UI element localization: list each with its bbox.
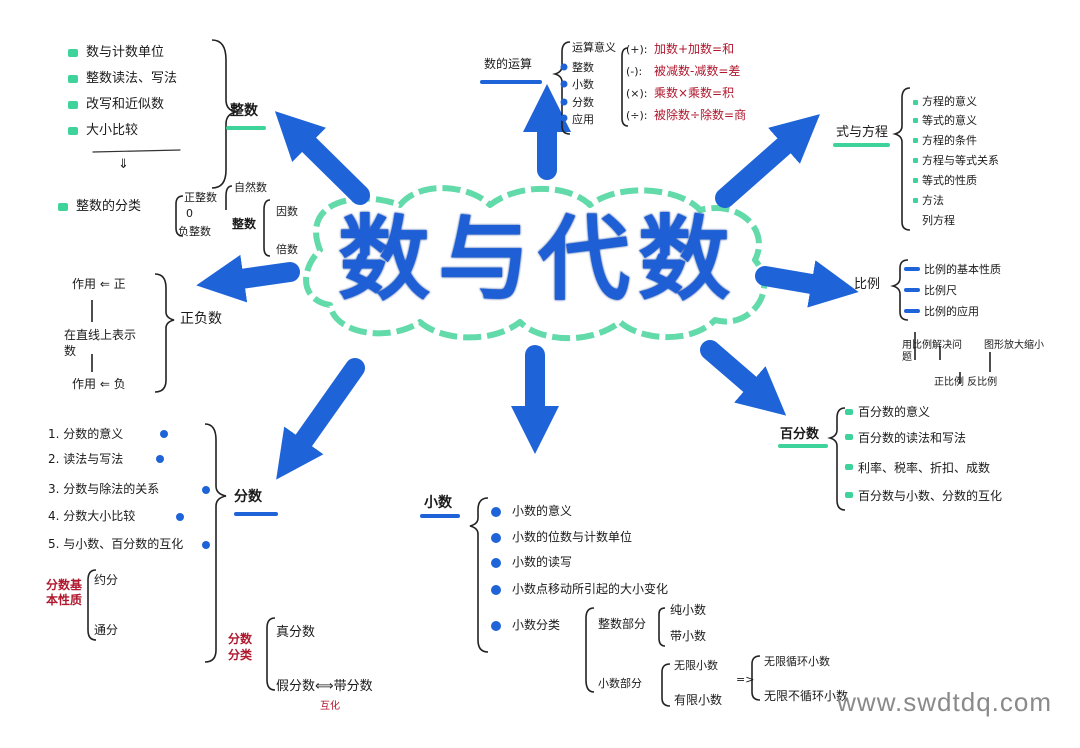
arrow-to-equations <box>715 114 820 208</box>
fractions-hua: 互化 <box>320 701 340 712</box>
integer-class-multiple: 倍数 <box>276 243 298 256</box>
decimals-dec-item: 有限小数 <box>674 693 723 707</box>
op-formula: 加数+加数=和 <box>654 42 735 56</box>
fractions-class-item: 真分数 <box>276 625 316 640</box>
fractions-item: 3. 分数与除法的关系 <box>48 482 160 496</box>
watermark-text: www.swdtdq.com <box>837 687 1052 717</box>
integer-class-factor: 因数 <box>276 205 298 218</box>
integers-item: 大小比较 <box>68 124 138 137</box>
equations-label: 式与方程 <box>836 125 889 140</box>
ratio-label: 比例 <box>854 277 881 292</box>
operations-item: 小数 <box>572 78 594 91</box>
op-formula: 被减数-减数=差 <box>654 64 741 78</box>
operations-item: 应用 <box>572 113 594 126</box>
signed-top: 作用 ⇐ 正 <box>72 277 126 291</box>
fractions-class-item: 假分数⟺带分数 <box>276 679 373 694</box>
integers-label: 整数 <box>230 103 258 119</box>
decimals-dec-item: 无限小数 <box>674 659 718 672</box>
ratio-item: 比例尺 <box>924 284 957 297</box>
integer-class-positive: 正整数 <box>184 191 217 204</box>
integer-class-zero: 0 <box>186 207 193 220</box>
percent-label: 百分数 <box>780 427 820 442</box>
decimals-int-part: 整数部分 <box>598 617 647 631</box>
fractions-item: 1. 分数的意义 <box>48 427 124 441</box>
integer-class-integer: 整数 <box>232 217 257 231</box>
operations-item: 整数 <box>572 61 594 74</box>
arrow-to-ratio <box>755 260 859 308</box>
decimals-int-item: 纯小数 <box>670 603 707 617</box>
op-symbol: (÷): <box>626 109 648 122</box>
decimals-int-item: 带小数 <box>670 629 707 643</box>
ratio-item: 比例的基本性质 <box>924 263 1001 276</box>
integers-item: 数与计数单位 <box>68 46 164 59</box>
decimals-arrow: => <box>736 673 755 686</box>
decimals-item: 小数的位数与计数单位 <box>512 530 633 544</box>
equations-item: 方程的意义 <box>922 95 977 108</box>
arrow-to-integers <box>274 111 370 205</box>
equations-item: 等式的意义 <box>922 114 977 127</box>
fractions-item: 2. 读法与写法 <box>48 452 124 466</box>
decimals-item: 小数的意义 <box>512 504 573 518</box>
decimals-dec-part: 小数部分 <box>598 677 642 690</box>
ratio-sub-right: 图形放大缩小 <box>984 340 1044 351</box>
equations-item: 列方程 <box>922 214 955 227</box>
fractions-item: 4. 分数大小比较 <box>48 509 136 523</box>
fractions-basic-item: 约分 <box>94 573 119 587</box>
fractions-item: 5. 与小数、百分数的互化 <box>48 537 184 551</box>
arrow-to-signed <box>196 254 300 303</box>
decimals-item: 小数的读写 <box>512 555 573 569</box>
integer-class-negative: 负整数 <box>178 225 211 238</box>
equations-item: 方程与等式关系 <box>922 154 999 167</box>
fractions-label: 分数 <box>234 489 262 505</box>
arrow-to-fractions <box>276 358 365 480</box>
title-cloud <box>303 185 768 342</box>
ratio-sub-bottom: 正比例 反比例 <box>934 377 998 388</box>
op-symbol: (×): <box>626 87 648 100</box>
operations-item: 分数 <box>572 96 594 109</box>
arrow-to-percent <box>700 340 787 416</box>
op-formula: 被除数÷除数=商 <box>654 108 747 122</box>
equations-item: 方程的条件 <box>922 134 977 147</box>
percent-item: 百分数的意义 <box>858 405 931 419</box>
signed-label: 正负数 <box>180 311 222 327</box>
fractions-basic-item: 通分 <box>94 623 119 637</box>
integers-down-arrow: ⇓ <box>118 157 129 172</box>
equations-item: 方法 <box>922 194 944 207</box>
decimals-item: 小数点移动所引起的大小变化 <box>512 582 669 596</box>
percent-item: 百分数的读法和写法 <box>858 431 967 445</box>
op-formula: 乘数×乘数=积 <box>654 86 735 100</box>
decimals-dec-right: 无限循环小数 <box>764 655 830 668</box>
arrows <box>196 83 859 480</box>
integers-item: 整数读法、写法 <box>68 72 177 85</box>
integers-item: 改写和近似数 <box>68 98 164 111</box>
operations-item: 运算意义 <box>572 41 616 54</box>
percent-item: 利率、税率、折扣、成数 <box>858 461 991 475</box>
equations-item: 等式的性质 <box>922 174 977 187</box>
page-title: 数与代数 <box>337 206 738 313</box>
op-symbol: (+): <box>626 43 648 56</box>
percent-item: 百分数与小数、分数的互化 <box>858 489 1003 503</box>
ratio-sub-left: 用比例解决问题 <box>902 340 962 363</box>
integers-classification-label: 整数的分类 <box>58 200 141 213</box>
integer-class-natural: 自然数 <box>234 181 267 194</box>
ratio-item: 比例的应用 <box>924 305 979 318</box>
signed-bottom: 作用 ⇐ 负 <box>72 377 126 391</box>
fractions-basic-label: 分数基本性质 <box>46 578 83 607</box>
decimals-item: 小数分类 <box>512 618 561 632</box>
op-symbol: (-): <box>626 65 643 78</box>
decimals-dec-right: 无限不循环小数 <box>764 689 849 703</box>
decimals-label: 小数 <box>424 495 452 511</box>
operations-label: 数的运算 <box>484 57 533 71</box>
signed-middle: 在直线上表示数 <box>64 328 137 358</box>
fractions-class-label: 分数分类 <box>228 632 253 662</box>
